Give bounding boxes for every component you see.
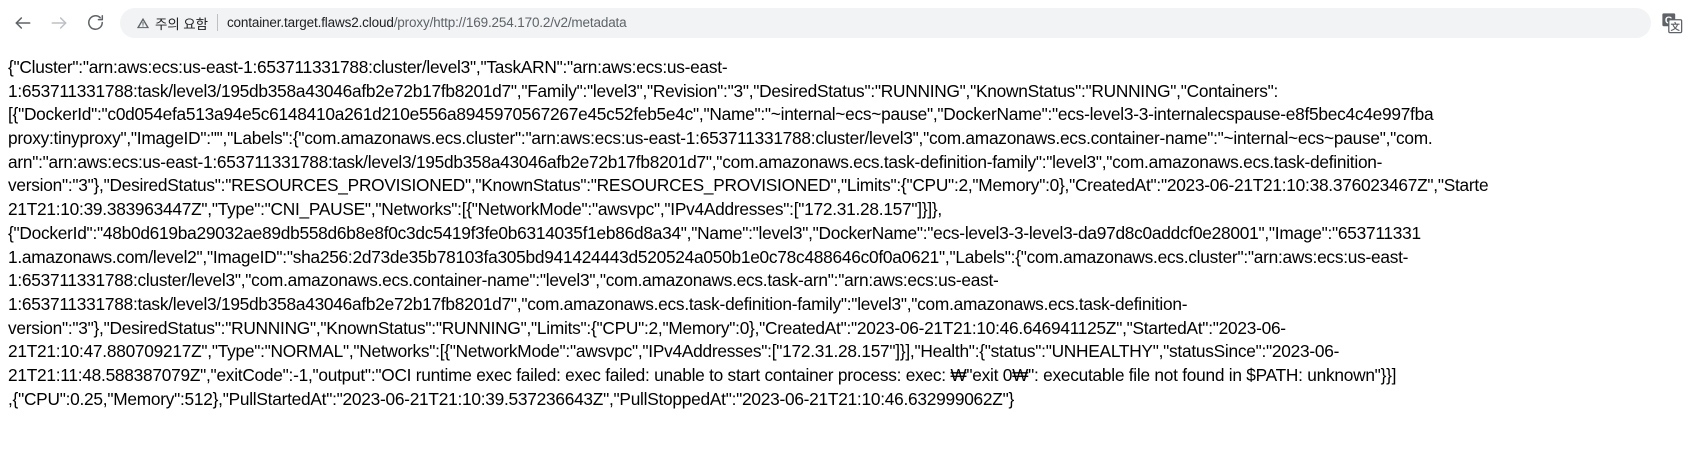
json-line: version":"3"},"DesiredStatus":"RESOURCES…: [8, 175, 1489, 196]
url-text: container.target.flaws2.cloud/proxy/http…: [227, 15, 1637, 30]
page-viewport: {"Cluster":"arn:aws:ecs:us-east-1:653711…: [0, 45, 1701, 475]
json-line: 1.amazonaws.com/level2","ImageID":"sha25…: [8, 246, 1409, 267]
json-line: arn":"arn:aws:ecs:us-east-1:653711331788…: [8, 151, 1383, 172]
json-line: [{"DockerId":"c0d054efa513a94e5c6148410a…: [8, 104, 1434, 125]
forward-arrow-icon[interactable]: [42, 6, 76, 40]
json-line: 1:653711331788:task/level3/195db358a4304…: [8, 293, 1188, 314]
json-line: 21T21:10:47.880709217Z","Type":"NORMAL",…: [8, 341, 1340, 362]
json-line: {"Cluster":"arn:aws:ecs:us-east-1:653711…: [8, 57, 728, 77]
back-arrow-icon[interactable]: [6, 6, 40, 40]
json-line: 21T21:11:48.588387079Z","exitCode":-1,"o…: [8, 364, 1397, 385]
json-line: 21T21:10:39.383963447Z","Type":"CNI_PAUS…: [8, 199, 942, 220]
json-line: 1:653711331788:task/level3/195db358a4304…: [8, 80, 1279, 101]
url-path: /proxy/http://169.254.170.2/v2/metadata: [393, 15, 627, 30]
omnibox-divider: [216, 14, 218, 31]
json-response-body: {"Cluster":"arn:aws:ecs:us-east-1:653711…: [0, 45, 1701, 411]
browser-toolbar: 주의 요함 container.target.flaws2.cloud/prox…: [0, 0, 1701, 45]
json-line: proxy:tinyproxy","ImageID":"","Labels":{…: [8, 128, 1433, 149]
json-line: {"DockerId":"48b0d619ba29032ae89db558d6b…: [8, 222, 1421, 243]
json-line: 1:653711331788:cluster/level3","com.amaz…: [8, 270, 999, 291]
security-status-label: 주의 요함: [155, 16, 208, 32]
reload-icon[interactable]: [78, 6, 112, 40]
json-line: version":"3"},"DesiredStatus":"RUNNING",…: [8, 317, 1286, 338]
toolbar-right-actions: G 文: [1659, 10, 1691, 36]
url-host: container.target.flaws2.cloud: [226, 15, 394, 30]
address-bar[interactable]: 주의 요함 container.target.flaws2.cloud/prox…: [120, 7, 1651, 38]
warning-triangle-icon[interactable]: [135, 15, 150, 30]
svg-text:文: 文: [1671, 20, 1681, 31]
navigation-buttons: [6, 6, 112, 40]
json-line: ,{"CPU":0.25,"Memory":512},"PullStartedA…: [8, 388, 1014, 409]
google-translate-icon[interactable]: G 文: [1659, 10, 1685, 36]
